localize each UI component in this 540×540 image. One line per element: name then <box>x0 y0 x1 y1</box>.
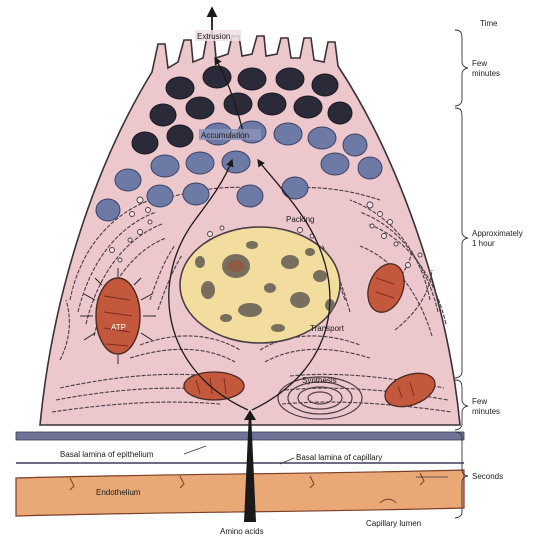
nucleus <box>179 226 341 344</box>
timeline-hour-2: 1 hour <box>472 239 495 248</box>
timeline-hour-1: Approximately <box>472 229 523 238</box>
endothelium-cell-junctions <box>69 472 425 504</box>
label-packing: Packing <box>286 215 314 224</box>
label-amino-acids: Amino acids <box>220 527 264 536</box>
vesicles <box>109 196 423 268</box>
label-basal-lamina-capillary: Basal lamina of capillary <box>296 453 382 462</box>
label-accumulation: Accumulation <box>201 131 249 140</box>
basal-lamina-epithelium-band <box>15 431 465 441</box>
mitochondrion-left <box>95 277 141 355</box>
timeline-few-minutes-top-1: Few <box>472 59 487 68</box>
timeline-few-minutes-top-2: minutes <box>472 69 500 78</box>
timeline-bracket <box>454 29 469 519</box>
label-capillary-lumen: Capillary lumen <box>366 519 421 528</box>
endothelium-band <box>15 469 465 517</box>
timeline-title: Time <box>480 19 498 28</box>
mitochondrion-right-upper <box>367 263 405 313</box>
timeline-few-minutes-bottom-1: Few <box>472 397 487 406</box>
amino-acids-arrow <box>244 412 256 522</box>
label-extrusion: Extrusion <box>197 32 230 41</box>
timeline-seconds: Seconds <box>472 472 503 481</box>
label-endothelium: Endothelium <box>96 488 141 497</box>
mature-granules <box>131 65 353 155</box>
timeline-few-minutes-bottom-2: minutes <box>472 407 500 416</box>
leader-lines <box>183 445 448 478</box>
atp-arrows <box>80 268 156 364</box>
label-atp: ATP <box>111 323 126 332</box>
mitochondrion-bottom-right <box>384 372 436 408</box>
golgi-synthesis <box>277 376 363 420</box>
label-transport: Transport <box>310 324 345 333</box>
mitochondrion-bottom-left <box>183 371 245 401</box>
amino-acids-arrowhead <box>244 410 256 420</box>
label-basal-lamina-epithelium: Basal lamina of epithelium <box>60 450 154 459</box>
label-synthesis: Synthesis <box>302 376 337 385</box>
